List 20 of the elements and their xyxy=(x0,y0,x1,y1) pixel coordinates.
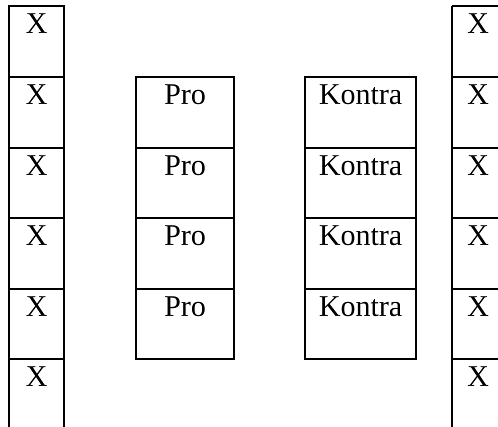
table-cell: Pro xyxy=(135,76,235,149)
table-cell: X xyxy=(8,217,65,290)
table-cell: Pro xyxy=(135,288,235,360)
table-cell: Kontra xyxy=(304,147,417,219)
table-cell: X xyxy=(8,147,65,219)
table-cell: X xyxy=(8,288,65,360)
table-cell: Kontra xyxy=(304,76,417,149)
table-cell: X xyxy=(8,76,65,149)
table-cell: X xyxy=(451,358,498,427)
table-cell: X xyxy=(8,5,65,78)
table-cell: Pro xyxy=(135,217,235,290)
table-cell: X xyxy=(451,217,498,290)
table-cell: X xyxy=(8,358,65,427)
table-cell: Kontra xyxy=(304,217,417,290)
table-cell: Kontra xyxy=(304,288,417,360)
table-cell: X xyxy=(451,147,498,219)
table-cell: X xyxy=(451,5,498,78)
table-cell: Pro xyxy=(135,147,235,219)
table-cell: X xyxy=(451,288,498,360)
table-cell: X xyxy=(451,76,498,149)
